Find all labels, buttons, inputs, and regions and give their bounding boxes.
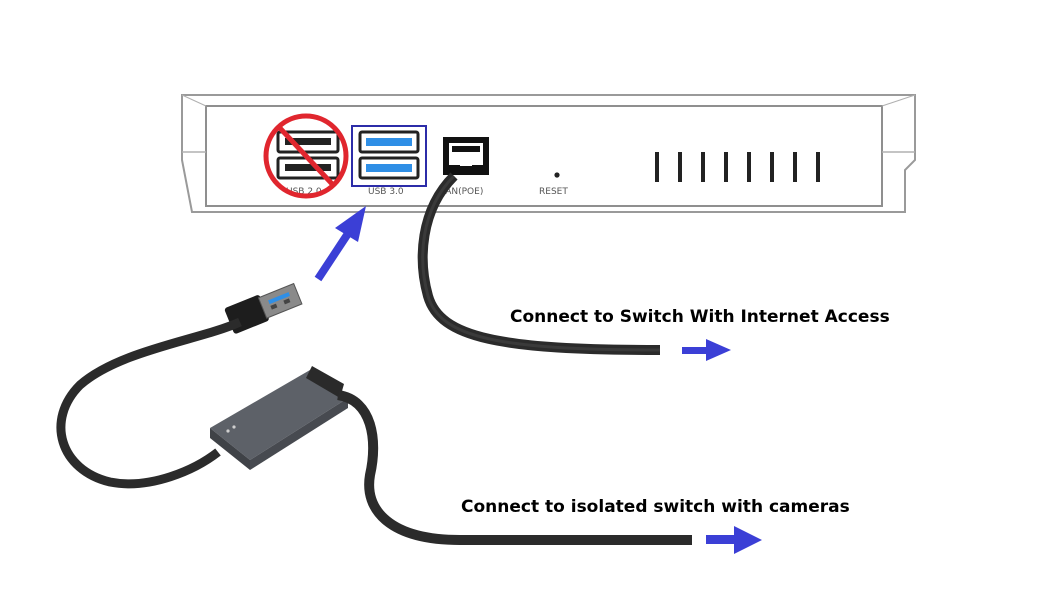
usb-cable (56, 317, 242, 489)
prohibited-icon (263, 113, 349, 199)
lan-port (443, 137, 489, 175)
arrow-right-icon (706, 526, 762, 554)
usb3-ports (358, 130, 420, 180)
caption-cameras: Connect to isolated switch with cameras (461, 497, 850, 517)
usb2-label: USB 2.0 (286, 187, 322, 197)
arrow-icon (314, 206, 366, 282)
caption-internet: Connect to Switch With Internet Access (510, 307, 890, 327)
device-back-panel (181, 94, 916, 213)
lan-label: LAN(POE) (440, 187, 483, 197)
arrow-right-icon (682, 339, 731, 361)
reset-button (554, 172, 560, 178)
cameras-cable (336, 390, 692, 545)
usb-ethernet-adapter (210, 366, 348, 470)
usb3-label: USB 3.0 (368, 187, 404, 197)
usb3-highlight-box (351, 125, 427, 187)
reset-label: RESET (539, 187, 568, 197)
usb2-ports (276, 130, 340, 180)
vent-slots (655, 152, 820, 182)
